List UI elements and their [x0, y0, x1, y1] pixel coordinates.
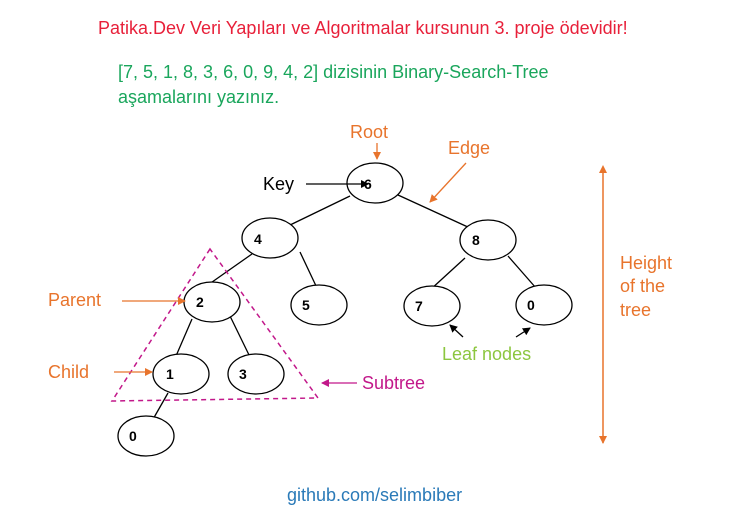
leaf-nodes-label: Leaf nodes [442, 344, 531, 364]
node-circle [183, 281, 241, 323]
height-label-line2: of the [620, 276, 665, 296]
node-circle [459, 219, 517, 261]
node-8: 8 [459, 219, 517, 261]
node-root: 6 [346, 162, 404, 204]
height-label-line3: tree [620, 300, 651, 320]
github-link[interactable]: github.com/selimbiber [287, 485, 462, 505]
tree-edges [151, 194, 537, 422]
child-label: Child [48, 362, 89, 382]
node-circle [346, 162, 404, 204]
node-key: 5 [302, 297, 310, 313]
edge-8-0 [507, 255, 537, 289]
node-3: 3 [227, 353, 285, 395]
task-text-line2: aşamalarını yazınız. [118, 87, 279, 107]
key-label: Key [263, 174, 294, 194]
node-1: 1 [152, 353, 210, 395]
edge-8-7 [429, 257, 466, 291]
task-text-line1: [7, 5, 1, 8, 3, 6, 0, 9, 4, 2] dizisinin… [118, 62, 549, 82]
root-label: Root [350, 122, 388, 142]
node-4: 4 [241, 217, 299, 259]
node-circle [515, 284, 573, 326]
edge-6-4 [287, 195, 351, 227]
node-key: 0 [129, 428, 137, 444]
leaf-arrow-right [515, 327, 531, 338]
node-circle [117, 415, 175, 457]
node-key: 8 [472, 232, 480, 248]
height-label-line1: Height [620, 253, 672, 273]
node-7: 7 [403, 285, 461, 327]
node-key: 2 [196, 294, 204, 310]
edge-arrow [429, 162, 467, 203]
node-circle [403, 285, 461, 327]
edge-label: Edge [448, 138, 490, 158]
edge-2-1 [175, 318, 193, 357]
node-key: 3 [239, 366, 247, 382]
edge-6-8 [397, 194, 471, 229]
parent-label: Parent [48, 290, 101, 310]
node-key: 4 [254, 231, 262, 247]
node-circle [227, 353, 285, 395]
node-key: 0 [527, 297, 535, 313]
node-2: 2 [183, 281, 241, 323]
node-5: 5 [290, 284, 348, 326]
subtree-outline [110, 247, 320, 402]
node-circle [152, 353, 210, 395]
node-circle [290, 284, 348, 326]
edge-2-3 [229, 315, 251, 358]
leaf-arrow-left [449, 324, 464, 338]
node-0-left: 0 [117, 415, 175, 457]
node-key: 1 [166, 366, 174, 382]
subtree-label: Subtree [362, 373, 425, 393]
node-0-right: 0 [515, 284, 573, 326]
node-key: 7 [415, 298, 423, 314]
page-title: Patika.Dev Veri Yapıları ve Algoritmalar… [98, 18, 628, 38]
node-circle [241, 217, 299, 259]
edge-4-5 [299, 251, 318, 289]
